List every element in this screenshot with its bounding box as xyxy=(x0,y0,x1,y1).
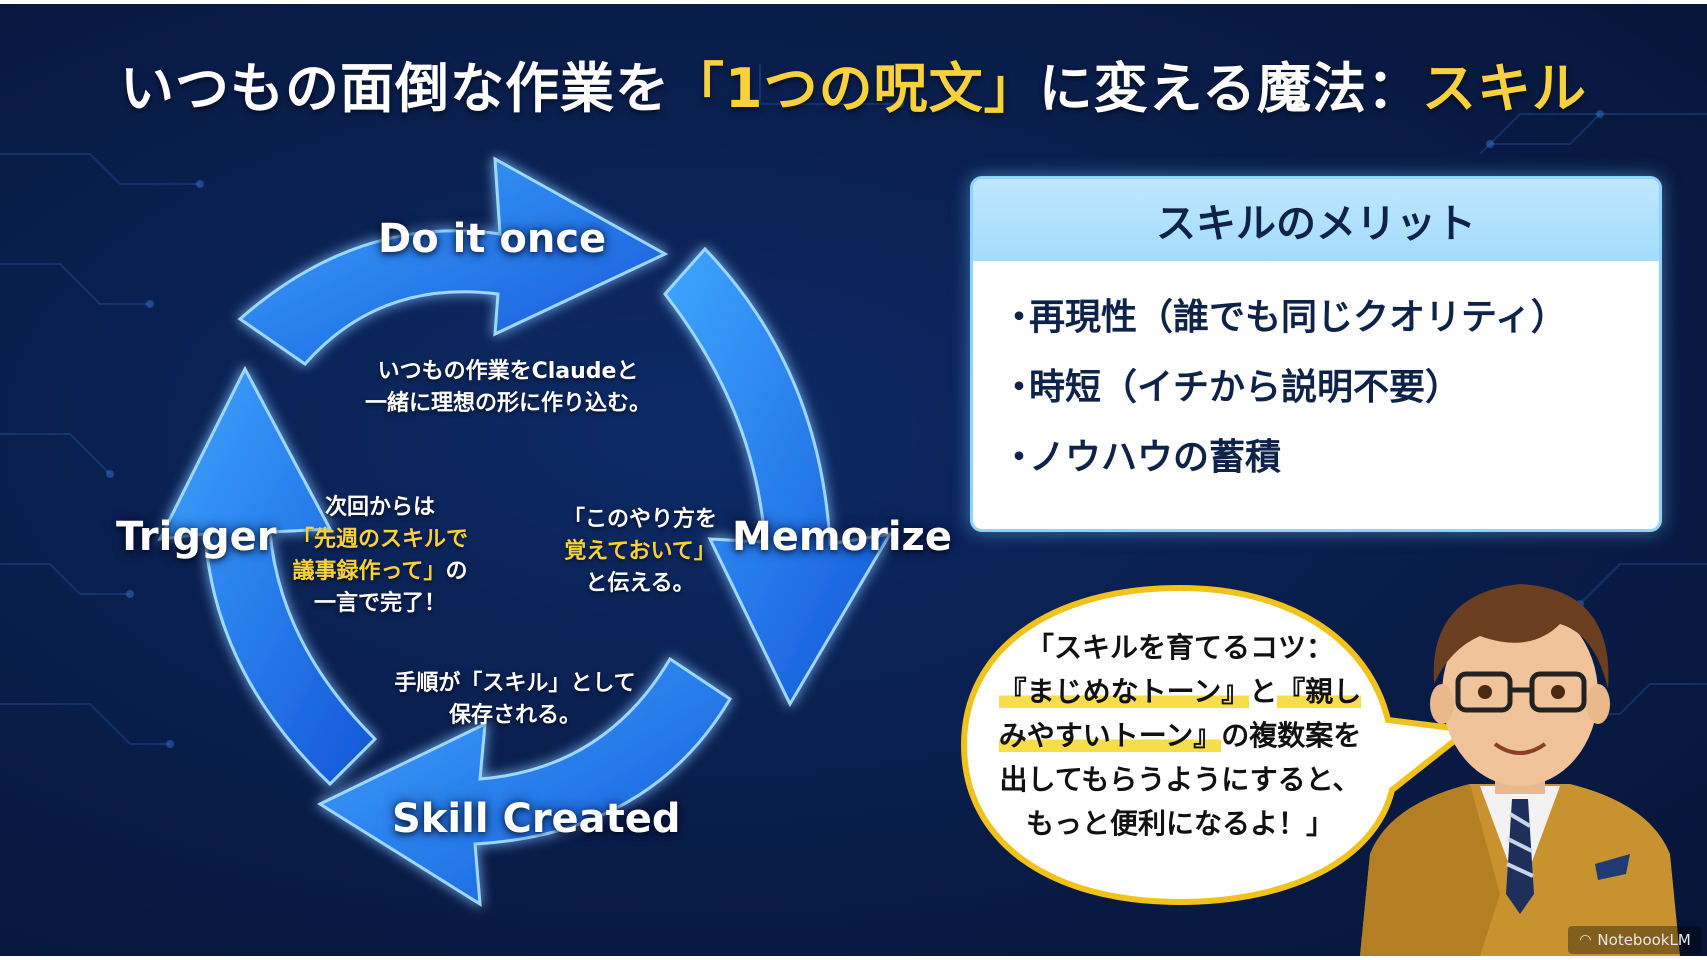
stage-skill-created: Skill Created xyxy=(392,796,681,842)
desc-trigger: 次回からは 「先週のスキルで 議事録作って」の 一言で完了！ xyxy=(270,492,490,620)
cycle-arrows xyxy=(157,156,893,907)
bubble-line-2-mid: と xyxy=(1249,675,1278,708)
merit-bullet: ・ xyxy=(1001,367,1038,408)
merit-bullet: ・ xyxy=(1001,297,1038,338)
desc-do-it-once-line-2: 一緒に理想の形に作り込む。 xyxy=(364,391,651,416)
desc-skill-created-line-1: 手順が「スキル」として xyxy=(394,671,636,696)
bubble-line-1: 「スキルを育てるコツ： xyxy=(1025,631,1334,664)
merit-item: ・再現性（誰でも同じクオリティ） xyxy=(1001,283,1659,353)
bubble-line-4: 出してもらうようにすると、 xyxy=(999,763,1361,796)
arrow-memorize xyxy=(663,246,893,708)
desc-trigger-line-1: 次回からは xyxy=(324,495,435,520)
merit-item-text: 再現性（誰でも同じクオリティ） xyxy=(1029,297,1567,338)
title-highlight-1: 「1つの呪文」 xyxy=(670,57,1039,120)
arrow-skill-created xyxy=(316,656,733,907)
speech-bubble-text: 「スキルを育てるコツ： 『まじめなトーン』と『親し みやすいトーン』の複数案を … xyxy=(960,626,1400,846)
desc-trigger-line-3-tail: の xyxy=(445,559,468,584)
merit-item-text: ノウハウの蓄積 xyxy=(1029,437,1282,478)
bubble-line-2-underline-2: 『親し xyxy=(1277,675,1362,708)
notebooklm-watermark: ◠ NotebookLM xyxy=(1568,926,1702,954)
bubble-line-3-tail: の複数案を xyxy=(1221,719,1362,752)
desc-skill-created: 手順が「スキル」として 保存される。 xyxy=(370,668,660,732)
bubble-line-3: みやすいトーン』の複数案を xyxy=(960,714,1400,758)
merits-card: スキルのメリット ・再現性（誰でも同じクオリティ） ・時短（イチから説明不要） … xyxy=(970,176,1662,532)
title-part-1: いつもの面倒な作業を xyxy=(120,57,671,120)
merit-item-text: 時短（イチから説明不要） xyxy=(1029,367,1462,408)
bubble-line-5: もっと便利になるよ！」 xyxy=(1025,807,1334,840)
desc-memorize-line-1: 「このやり方を xyxy=(562,507,717,532)
arrow-trigger xyxy=(157,365,378,787)
slide: いつもの面倒な作業を「1つの呪文」に変える魔法：スキル xyxy=(0,4,1707,956)
stage-memorize: Memorize xyxy=(732,514,952,560)
speech-bubble: 「スキルを育てるコツ： 『まじめなトーン』と『親し みやすいトーン』の複数案を … xyxy=(960,580,1480,910)
merits-list: ・再現性（誰でも同じクオリティ） ・時短（イチから説明不要） ・ノウハウの蓄積 xyxy=(973,261,1659,493)
page-title: いつもの面倒な作業を「1つの呪文」に変える魔法：スキル xyxy=(0,44,1707,123)
merit-item: ・ノウハウの蓄積 xyxy=(1001,423,1659,493)
desc-trigger-line-4: 一言で完了！ xyxy=(313,591,446,616)
desc-skill-created-line-2: 保存される。 xyxy=(448,703,581,728)
merits-heading: スキルのメリット xyxy=(973,179,1659,261)
desc-memorize-line-2: 覚えておいて」 xyxy=(564,539,716,564)
bubble-line-2: 『まじめなトーン』と『親し xyxy=(960,670,1400,714)
presenter-illustration xyxy=(1360,584,1680,956)
merit-item: ・時短（イチから説明不要） xyxy=(1001,353,1659,423)
notebooklm-logo-icon: ◠ xyxy=(1579,932,1592,948)
title-part-2: に変える魔法： xyxy=(1038,57,1422,120)
desc-memorize-line-3: と伝える。 xyxy=(585,571,695,596)
bubble-line-2-underline-1: 『まじめなトーン』 xyxy=(998,675,1250,708)
title-highlight-2: スキル xyxy=(1421,57,1587,120)
merit-bullet: ・ xyxy=(1001,437,1038,478)
watermark-label: NotebookLM xyxy=(1597,931,1691,949)
desc-trigger-line-2: 「先週のスキルで xyxy=(291,527,468,552)
desc-trigger-line-3: 議事録作って」の xyxy=(270,556,490,588)
stage-trigger: Trigger xyxy=(116,514,277,560)
desc-do-it-once-line-1: いつもの作業をClaudeと xyxy=(377,359,639,384)
desc-do-it-once: いつもの作業をClaudeと 一緒に理想の形に作り込む。 xyxy=(358,356,658,420)
bubble-line-3-underline: みやすいトーン』 xyxy=(998,719,1222,752)
desc-memorize: 「このやり方を 覚えておいて」 と伝える。 xyxy=(550,504,730,600)
stage-do-it-once: Do it once xyxy=(378,216,607,262)
desc-trigger-line-3-highlight: 議事録作って」 xyxy=(292,559,446,584)
arrow-do-it-once xyxy=(237,156,669,366)
skill-cycle-diagram: Do it once Memorize Skill Created Trigge… xyxy=(116,144,952,924)
